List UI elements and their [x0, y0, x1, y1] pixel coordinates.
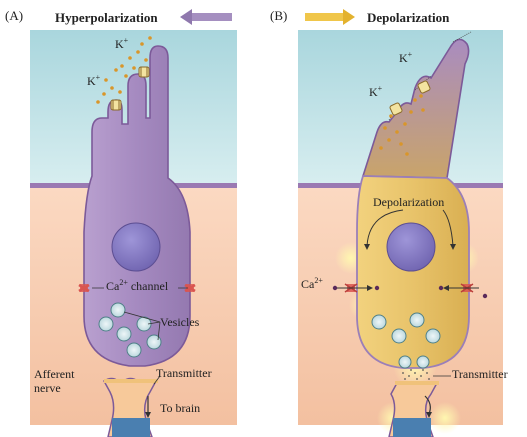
- transmitter-label: Transmitter: [452, 367, 508, 381]
- nerve-glow: [429, 402, 461, 434]
- vesicles: [98, 302, 162, 358]
- panel-depolarization: (B) Depolarization K+ K+ Depolarization …: [265, 0, 527, 437]
- panel-heading: Depolarization: [367, 10, 450, 25]
- potassium-ions: [379, 94, 425, 156]
- depolarization-arrow-right: [442, 209, 454, 247]
- panel-hyperpolarization: (A) Hyperpolarization K+ K+ Ca2+ channel…: [0, 0, 262, 437]
- nucleus: [111, 222, 161, 272]
- k-channel-icon: [110, 99, 122, 111]
- panel-letter: (B): [270, 8, 288, 23]
- depolarization-arrow-icon: [305, 9, 355, 25]
- depolarization-arrow-left: [366, 209, 404, 247]
- nucleus: [386, 222, 436, 272]
- tip-link: [414, 75, 432, 91]
- panel-heading: Hyperpolarization: [55, 10, 158, 25]
- potassium-label-lower: K+: [87, 73, 101, 88]
- k-channel-icon: [389, 102, 403, 116]
- ca-channel-label: Ca2+ channel: [106, 278, 169, 293]
- potassium-label-lower: K+: [369, 84, 383, 99]
- stereocilia: [361, 38, 470, 179]
- vesicles-label: Vesicles: [160, 315, 200, 329]
- afferent-nerve-label-line2: nerve: [34, 381, 61, 395]
- released-transmitter: [402, 369, 430, 380]
- vesicles-leader: [123, 311, 161, 341]
- potassium-label-upper: K+: [115, 36, 129, 51]
- transmitter-leader: [153, 375, 161, 385]
- calcium-label: Ca2+: [301, 276, 323, 291]
- to-brain-label: To brain: [160, 401, 201, 415]
- panel-letter: (A): [5, 8, 24, 23]
- k-channel-icon: [417, 80, 431, 94]
- ca-channel-icon: [184, 283, 196, 293]
- potassium-label-upper: K+: [399, 50, 413, 65]
- hyperpolarization-arrow-icon: [180, 9, 232, 25]
- k-channel-icon: [138, 66, 150, 78]
- ca-channel-icon: [78, 283, 90, 293]
- transmitter-label: Transmitter: [156, 366, 212, 380]
- panel-a-illustration: [30, 9, 237, 437]
- calcium-ions: [332, 285, 488, 299]
- vesicles: [371, 312, 441, 369]
- depolarization-inner-label: Depolarization: [373, 195, 445, 209]
- potassium-ions: [96, 36, 152, 104]
- panel-b-illustration: [298, 9, 503, 437]
- afferent-nerve: [103, 377, 158, 437]
- afferent-nerve-label-line1: Afferent: [34, 367, 75, 381]
